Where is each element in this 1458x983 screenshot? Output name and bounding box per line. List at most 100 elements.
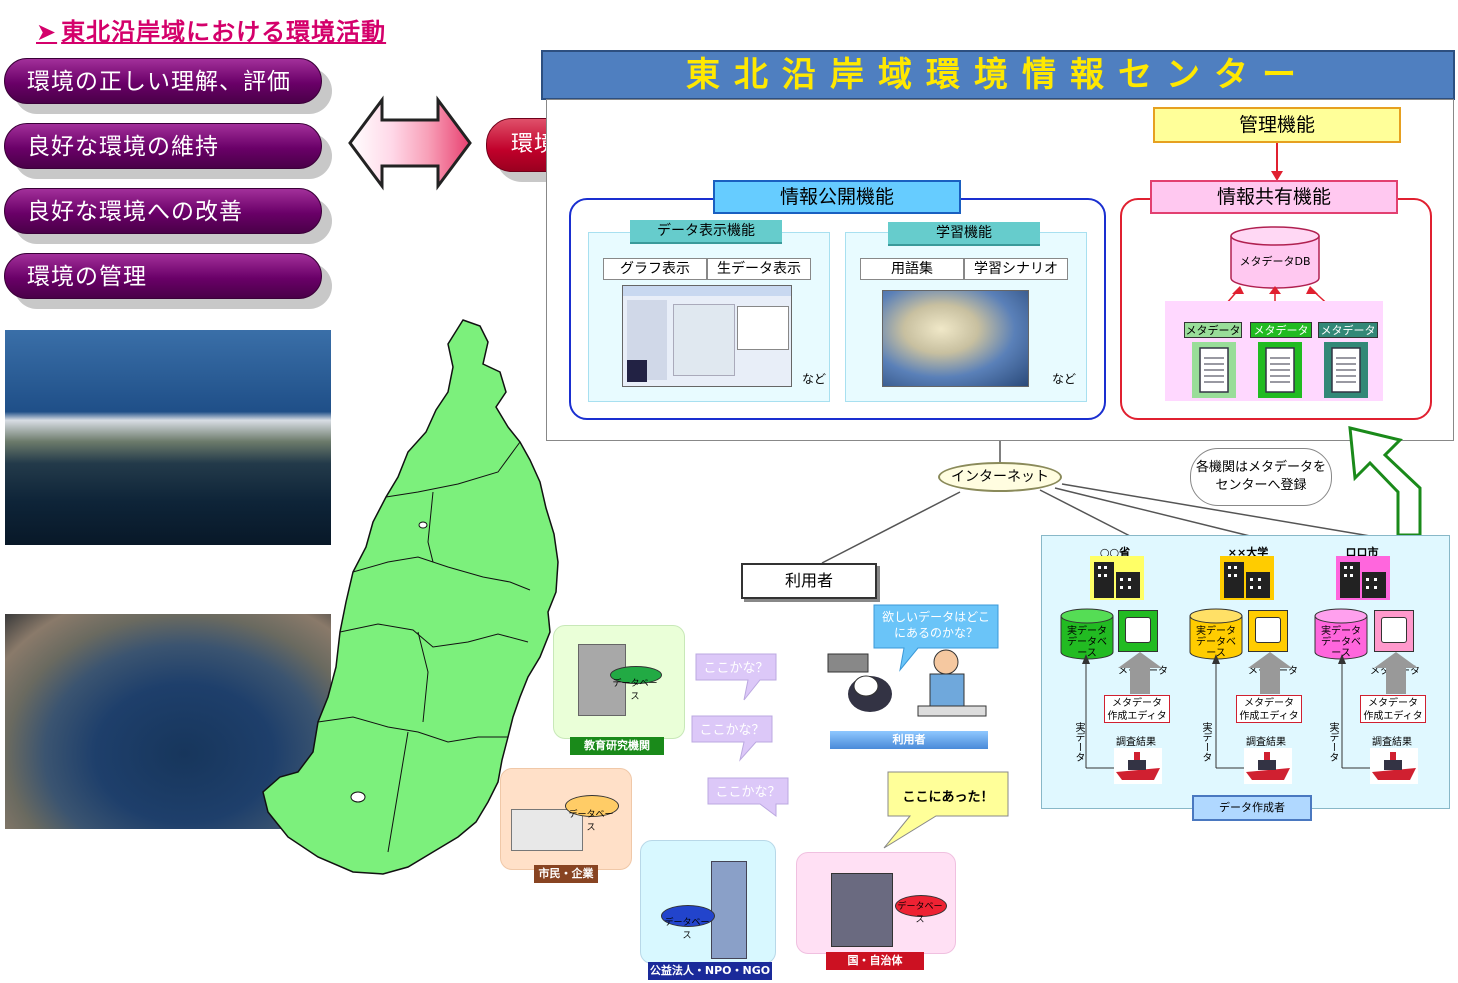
- activity-pill-manage: 環境の管理: [4, 253, 322, 299]
- tab-scenario[interactable]: 学習シナリオ: [964, 258, 1068, 280]
- org-name: ○○省: [1099, 546, 1131, 559]
- metadata-disk-icon: [1248, 610, 1288, 652]
- question-line1: 欲しいデータはどこ: [882, 610, 990, 624]
- database-label: データベース: [897, 902, 943, 925]
- user-box-label: 利用者: [784, 571, 833, 590]
- public-npo-label: 公益法人・NPO・NGO: [648, 962, 772, 980]
- tab-graph[interactable]: グラフ表示: [603, 258, 707, 280]
- question-line2: にあるのかな？: [893, 626, 978, 640]
- real-data-label: 実データ: [1073, 722, 1084, 762]
- survey-label: 調査結果: [1372, 737, 1412, 748]
- metadata-tag: メタデータ: [1318, 322, 1378, 338]
- tab-glossary-label: 用語集: [891, 261, 933, 277]
- data-display-header: データ表示機能: [630, 220, 782, 244]
- publication-label: 情報公開機能: [779, 186, 894, 208]
- metadata-db-icon: [1230, 226, 1320, 289]
- activity-pill-understanding: 環境の正しい理解、評価: [4, 58, 322, 104]
- citizen-company-label: 市民・企業: [534, 865, 598, 883]
- document-icon: [1324, 342, 1368, 398]
- center-title-bar: 東北沿岸域環境情報センター: [541, 50, 1455, 100]
- management-label: 管理機能: [1238, 114, 1315, 136]
- real-data-db-label: 実データデータベース: [1067, 626, 1107, 659]
- editor-line1: メタデータ: [1368, 698, 1418, 709]
- government-label: 国・自治体: [826, 952, 924, 970]
- speech-bubble-question: 欲しいデータはどこにあるのかな？: [878, 609, 994, 641]
- database-label: データベース: [568, 810, 614, 833]
- document-icon: [1192, 342, 1236, 398]
- real-data-db-label: 実データデータベース: [1321, 626, 1361, 659]
- metadata-tag: メタデータ: [1250, 322, 1312, 338]
- activity-pill-improve: 良好な環境への改善: [4, 188, 322, 234]
- activity-label: 環境の管理: [27, 264, 147, 290]
- tab-raw-data[interactable]: 生データ表示: [707, 258, 811, 280]
- management-function: 管理機能: [1153, 107, 1401, 143]
- metadata-tag-label: メタデータ: [1320, 324, 1376, 337]
- metadata-disk-icon: [1374, 610, 1414, 652]
- activity-label: 良好な環境への改善: [27, 199, 243, 225]
- speech-bubble: ここかな？: [699, 723, 765, 738]
- etc-note: など: [1052, 370, 1076, 387]
- building-icon: [1090, 556, 1144, 600]
- data-display-label: データ表示機能: [657, 223, 755, 239]
- sharing-label: 情報共有機能: [1216, 186, 1331, 208]
- activity-label: 良好な環境の維持: [27, 134, 219, 160]
- tab-scenario-label: 学習シナリオ: [974, 261, 1058, 277]
- database-label: データベース: [612, 679, 658, 702]
- metadata-tag-label: メタデータ: [1253, 324, 1309, 337]
- speech-bubble: ここかな？: [703, 661, 769, 676]
- editor-line1: メタデータ: [1112, 698, 1162, 709]
- tab-raw-data-label: 生データ表示: [717, 261, 801, 277]
- etc-label: など: [802, 372, 827, 386]
- activity-label: 環境の正しい理解、評価: [27, 69, 291, 95]
- double-arrow-icon: [348, 95, 472, 191]
- ship-icon: [1244, 748, 1292, 784]
- person-icon: [827, 649, 987, 717]
- document-icon: [1258, 342, 1302, 398]
- heading-text: 東北沿岸域における環境活動: [61, 18, 387, 46]
- metadata-editor: メタデータ作成エディタ: [1104, 695, 1170, 723]
- org-name: ロロ市: [1345, 546, 1379, 559]
- etc-label: など: [1052, 372, 1077, 386]
- activity-pill-maintain: 良好な環境の維持: [4, 123, 322, 169]
- user-person-label: 利用者: [830, 731, 988, 749]
- publication-function: 情報公開機能: [713, 180, 961, 214]
- government-box: データベース: [796, 852, 956, 954]
- survey-label: 調査結果: [1116, 737, 1156, 748]
- ship-icon: [1370, 748, 1418, 784]
- tab-glossary[interactable]: 用語集: [860, 258, 964, 280]
- data-producer-label: データ作成者: [1192, 795, 1312, 821]
- building-icon: [1336, 556, 1390, 600]
- learning-header: 学習機能: [888, 222, 1040, 246]
- real-data-label: 実データ: [1327, 722, 1338, 762]
- real-data-db-label: 実データデータベース: [1196, 626, 1236, 659]
- sharing-function: 情報共有機能: [1150, 180, 1398, 214]
- learning-label: 学習機能: [936, 225, 992, 241]
- public-npo-box: データベース: [640, 840, 776, 964]
- metadata-db-label: メタデータDB: [1239, 255, 1311, 268]
- database-icon: [1314, 608, 1368, 660]
- ship-icon: [1114, 748, 1162, 784]
- metadata-editor: メタデータ作成エディタ: [1360, 695, 1426, 723]
- building-icon: [1220, 556, 1274, 600]
- tab-graph-label: グラフ表示: [620, 261, 690, 277]
- internet-node: インターネット: [938, 462, 1062, 492]
- learning-screenshot: [882, 290, 1029, 387]
- down-arrow-icon: [1271, 143, 1283, 181]
- speech-bubble-found: ここにあった！: [902, 790, 994, 805]
- triangle-bullet-icon: ➤: [36, 18, 58, 46]
- metadata-tag-label: メタデータ: [1185, 324, 1241, 337]
- editor-line2: 作成エディタ: [1363, 711, 1423, 722]
- metadata-editor: メタデータ作成エディタ: [1236, 695, 1302, 723]
- editor-line1: メタデータ: [1244, 698, 1294, 709]
- register-note: 各機関はメタデータをセンターへ登録: [1190, 448, 1332, 506]
- database-icon: [1060, 608, 1114, 660]
- producer-arrows: [1082, 652, 1418, 769]
- tohoku-map: [262, 319, 559, 875]
- metadata-tag: メタデータ: [1184, 322, 1242, 338]
- speech-bubble: ここかな？: [715, 785, 781, 800]
- data-display-screenshot: [622, 285, 792, 387]
- database-icon: [1189, 608, 1243, 660]
- editor-line2: 作成エディタ: [1239, 711, 1299, 722]
